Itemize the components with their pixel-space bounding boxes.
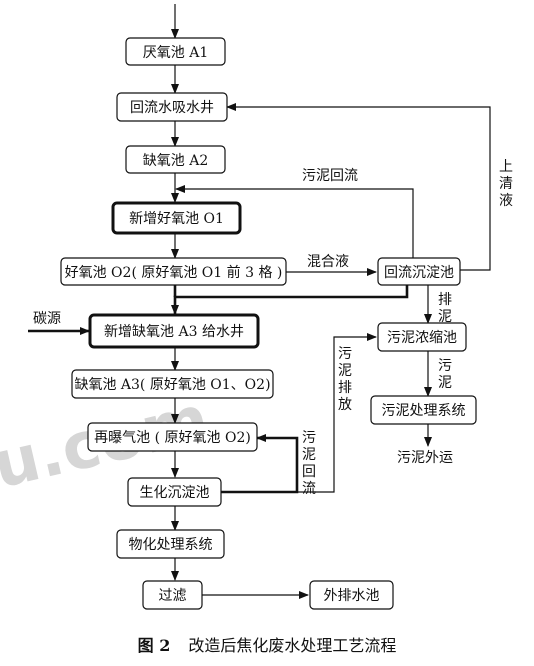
node-new-aerobic-o1: 新增好氧池 O1 [111, 201, 242, 235]
svg-text:外排水池: 外排水池 [324, 588, 380, 604]
edges [28, 4, 491, 599]
label-sludge-return-top: 污泥回流 [302, 168, 358, 184]
label-discharge-sludge-1: 排泥 [438, 292, 452, 325]
edge-sludge-discharge [297, 333, 377, 493]
edge-settling-to-a3well [171, 285, 409, 315]
svg-text:厌氧池 A1: 厌氧池 A1 [143, 45, 208, 61]
svg-text:新增缺氧池 A3 给水井: 新增缺氧池 A3 给水井 [104, 324, 244, 340]
label-sludge-discharge: 污泥排放 [338, 346, 352, 413]
node-return-well: 回流水吸水井 [116, 92, 228, 122]
svg-text:物化处理系统: 物化处理系统 [129, 537, 213, 553]
label-mixed-liquor: 混合液 [307, 254, 349, 270]
edge-sludge-return-vertical [221, 434, 299, 494]
svg-text:好氧池 O2( 原好氧池 O1 前 3 格 ): 好氧池 O2( 原好氧池 O1 前 3 格 ) [65, 264, 283, 281]
label-sludge-2: 污泥 [438, 358, 452, 391]
node-reaeration: 再曝气池 ( 原好氧池 O2) [87, 422, 258, 452]
label-sludge-return-vertical: 污泥回流 [302, 430, 316, 497]
node-physchem: 物化处理系统 [116, 529, 225, 559]
svg-text:再曝气池 ( 原好氧池 O2): 再曝气池 ( 原好氧池 O2) [94, 430, 251, 446]
node-anoxic-a2: 缺氧池 A2 [125, 145, 226, 174]
edge-supernatant [226, 103, 491, 271]
svg-text:新增好氧池 O1: 新增好氧池 O1 [129, 211, 224, 227]
svg-text:缺氧池 A3( 原好氧池 O1、O2): 缺氧池 A3( 原好氧池 O1、O2) [74, 377, 270, 393]
svg-text:回流沉淀池: 回流沉淀池 [384, 265, 454, 281]
node-anaerobic-a1: 厌氧池 A1 [125, 37, 226, 66]
label-sludge-out: 污泥外运 [397, 450, 453, 466]
svg-text:回流水吸水井: 回流水吸水井 [130, 100, 214, 116]
node-sludge-treatment: 污泥处理系统 [370, 395, 477, 425]
figure-caption: 图 2 改造后焦化废水处理工艺流程 [138, 636, 397, 655]
svg-text:过滤: 过滤 [159, 588, 187, 604]
node-return-settling: 回流沉淀池 [377, 257, 461, 286]
node-new-anoxic-a3-well: 新增缺氧池 A3 给水井 [88, 313, 260, 349]
node-filter: 过滤 [142, 580, 203, 610]
svg-text:污泥处理系统: 污泥处理系统 [382, 403, 466, 419]
label-carbon-source: 碳源 [33, 311, 61, 327]
node-aerobic-o2: 好氧池 O2( 原好氧池 O1 前 3 格 ) [60, 257, 287, 286]
svg-text:生化沉淀池: 生化沉淀池 [140, 485, 210, 501]
caption-number: 图 2 [138, 636, 171, 655]
label-supernatant: 上清液 [499, 159, 513, 209]
node-sludge-thickener: 污泥浓缩池 [377, 322, 467, 352]
svg-text:污泥浓缩池: 污泥浓缩池 [387, 330, 457, 346]
svg-text:缺氧池 A2: 缺氧池 A2 [143, 153, 208, 169]
edge-sludge-return-top [175, 185, 414, 258]
node-discharge-pool: 外排水池 [309, 580, 394, 610]
node-anoxic-a3: 缺氧池 A3( 原好氧池 O1、O2) [71, 369, 274, 399]
node-bio-settling: 生化沉淀池 [127, 477, 222, 507]
caption-title: 改造后焦化废水处理工艺流程 [188, 636, 396, 655]
